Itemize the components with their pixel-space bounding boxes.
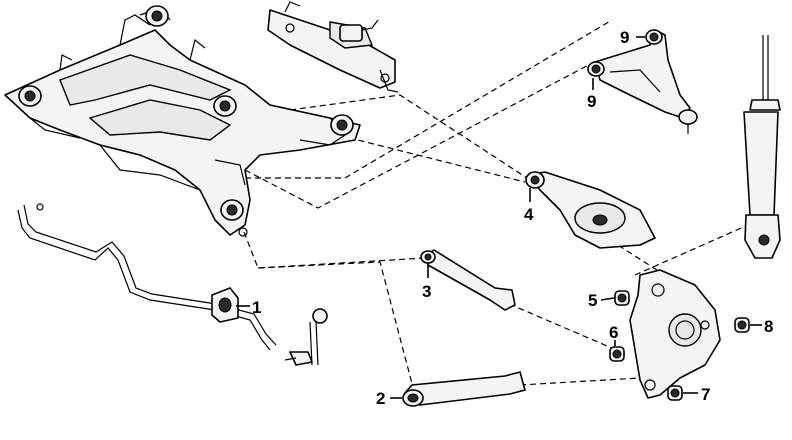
- shock-absorber: [743, 35, 781, 259]
- callout-9-rear: 9: [587, 92, 596, 111]
- callout-8: 8: [764, 317, 773, 336]
- callout-labels: 1 2 3 4 5 6 7 8 9 9: [252, 28, 773, 408]
- callout-4: 4: [524, 205, 534, 224]
- lower-link: [402, 371, 526, 407]
- callout-6: 6: [609, 323, 618, 342]
- callout-3: 3: [422, 282, 431, 301]
- lower-control-arm: [525, 171, 656, 249]
- upper-control-arm: [587, 29, 698, 134]
- callout-2: 2: [376, 389, 385, 408]
- toe-link: [420, 249, 516, 311]
- callout-7: 7: [701, 385, 710, 404]
- assembly-guide-lines: [234, 19, 749, 396]
- stabilizer-bushing: [211, 287, 239, 323]
- rear-knuckle: [629, 269, 721, 399]
- stabilizer-link: [284, 308, 328, 366]
- callout-1: 1: [252, 298, 261, 317]
- actuator-assembly: [267, 1, 399, 93]
- rear-subframe: [4, 5, 361, 237]
- stabilizer-bar: [17, 203, 277, 351]
- callout-5: 5: [588, 291, 597, 310]
- loose-bushings: [609, 290, 750, 401]
- callout-leaders: [236, 36, 762, 399]
- callout-9-front: 9: [620, 28, 629, 47]
